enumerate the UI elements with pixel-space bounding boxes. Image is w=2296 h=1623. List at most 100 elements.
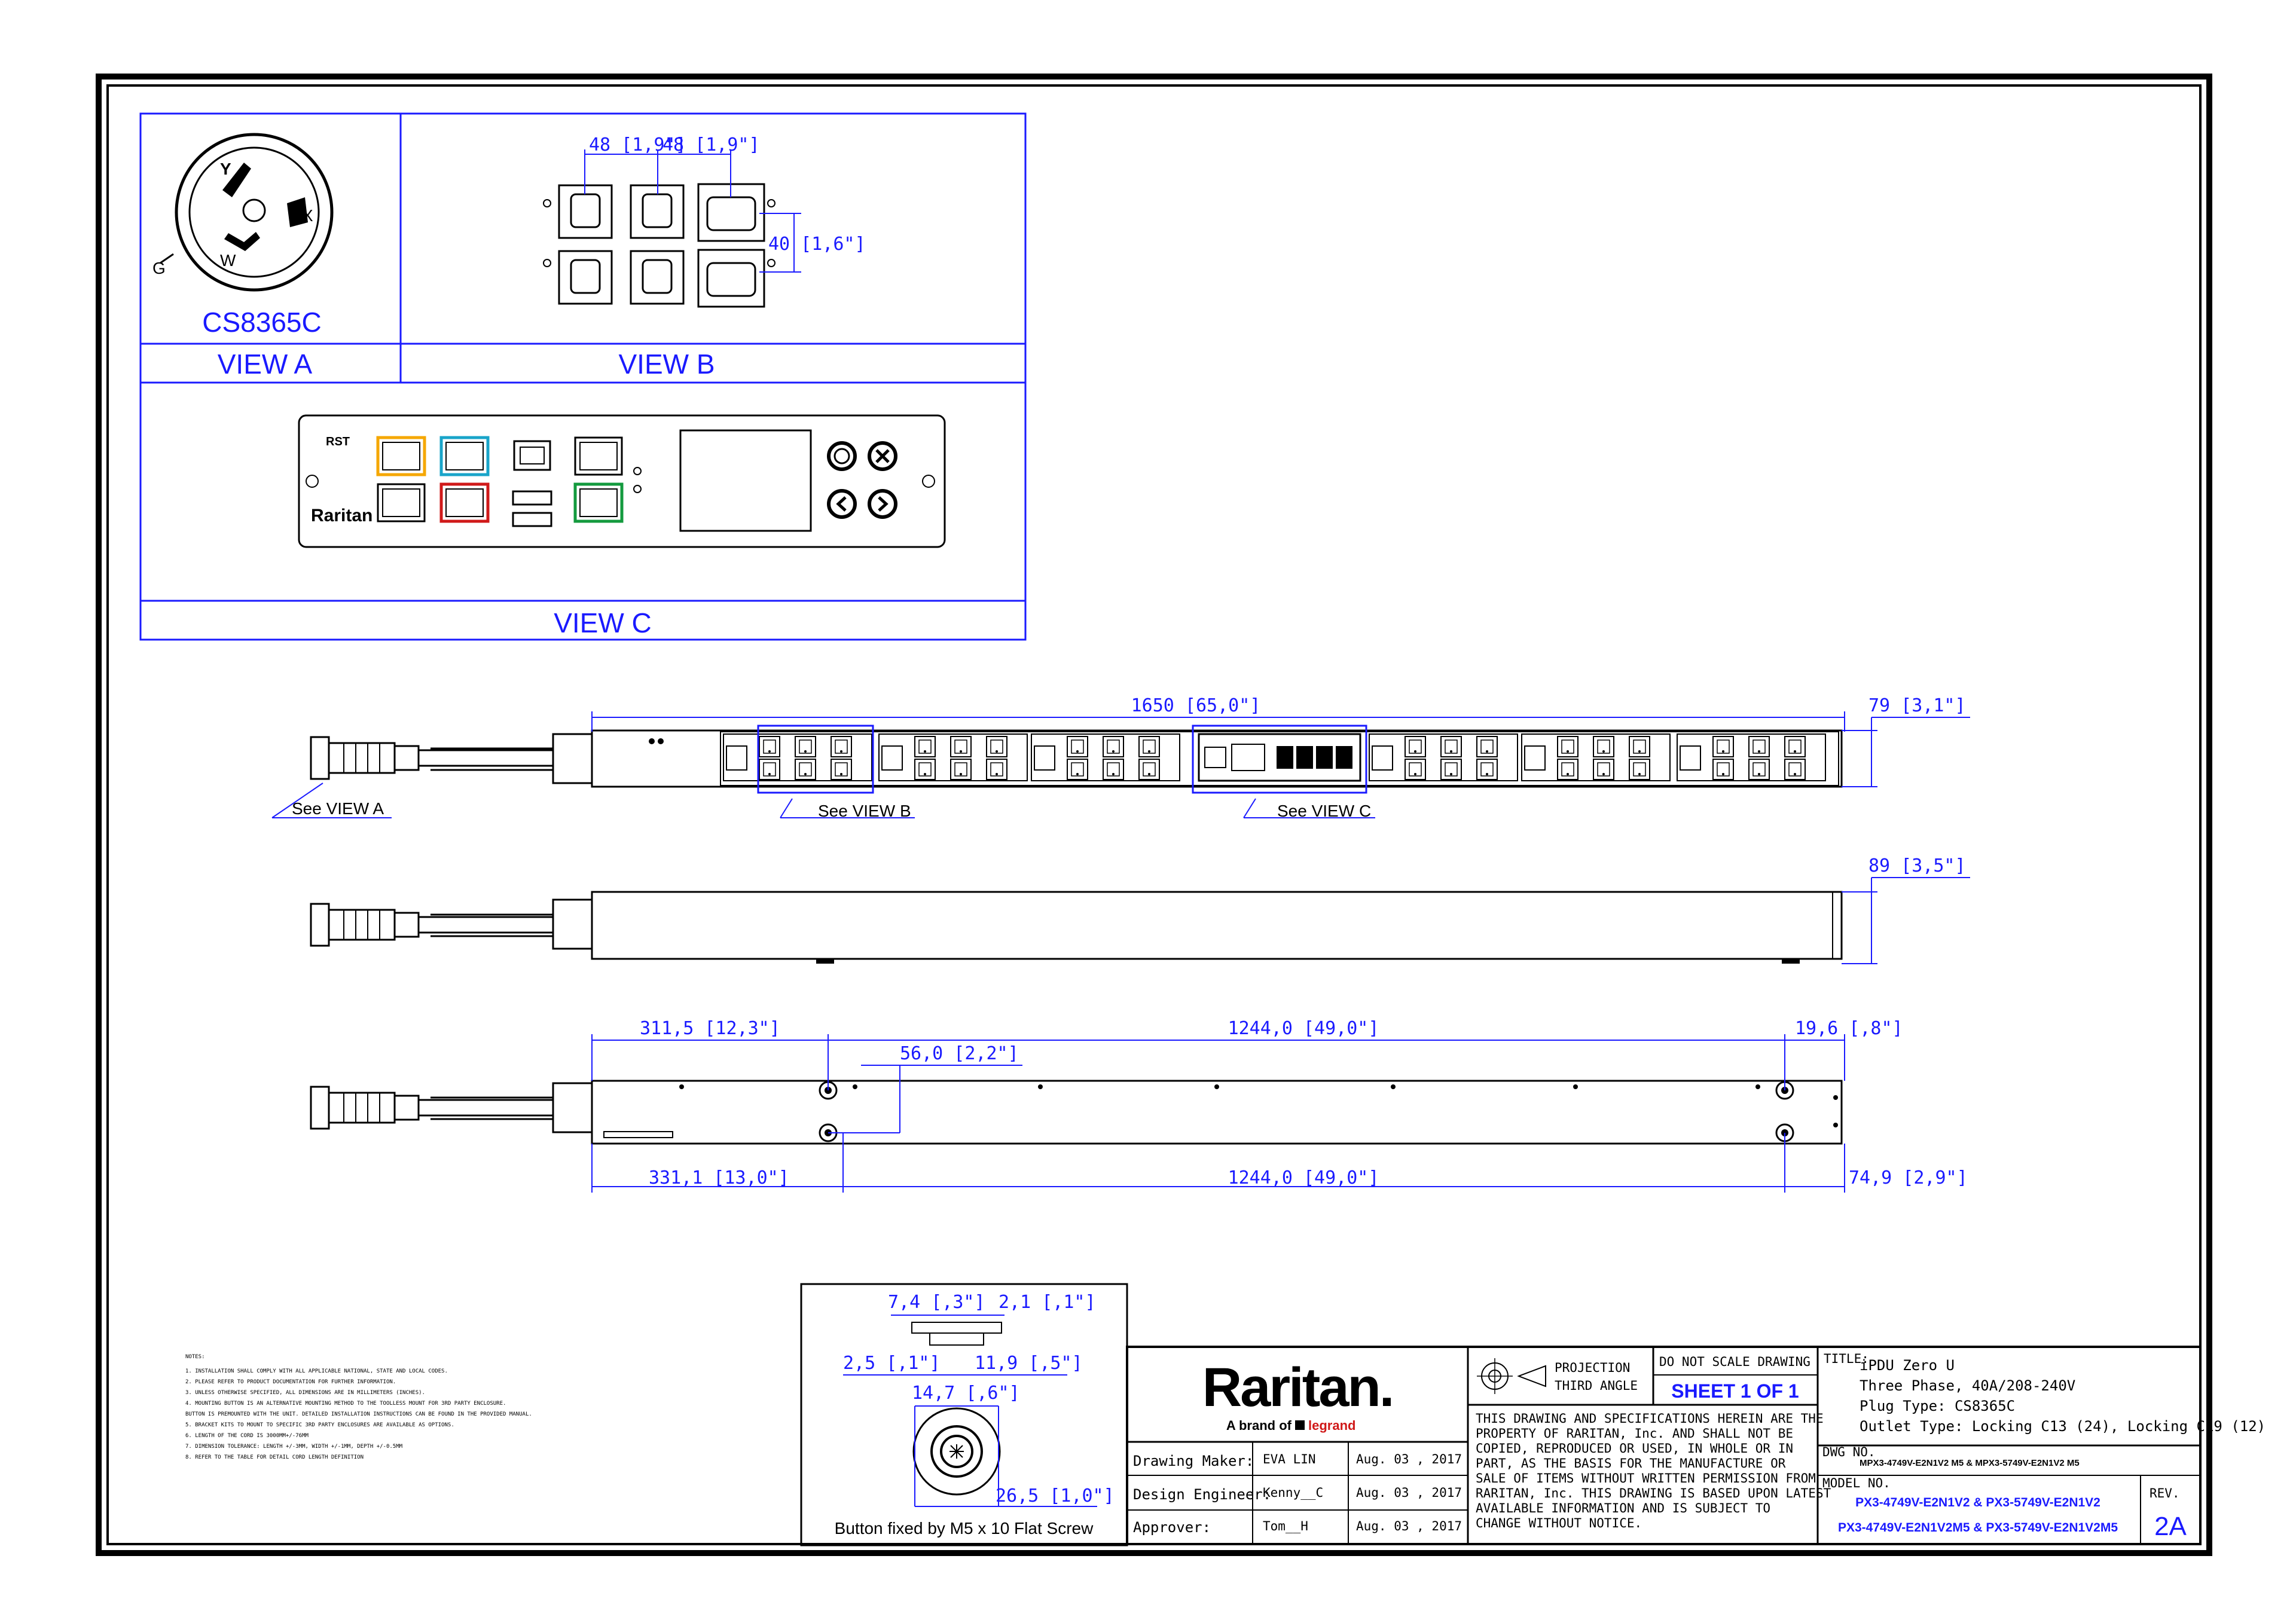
dim-width: 79 [3,1"] [1868, 695, 1966, 716]
note-6: 6. LENGTH OF THE CORD IS 3000MM+/-76MM [185, 1433, 309, 1439]
outlet-icon [1440, 759, 1462, 780]
row-1-date: Aug. 03 , 2017 [1356, 1452, 1462, 1466]
row-2-date: Aug. 03 , 2017 [1356, 1486, 1462, 1500]
outlet-module [1369, 733, 1518, 781]
view-b-title: VIEW B [618, 349, 715, 380]
outlet-icon [914, 736, 936, 757]
outlet-icon [1784, 736, 1806, 757]
title-line-3: Plug Type: CS8365C [1860, 1398, 2015, 1414]
outlet-icon [1476, 759, 1498, 780]
notes-block: NOTES: 1. INSTALLATION SHALL COMPLY WITH… [185, 1354, 532, 1460]
button-caption: Button fixed by M5 x 10 Flat Screw [835, 1519, 1094, 1538]
row-3-date: Aug. 03 , 2017 [1356, 1519, 1462, 1533]
pdu-side-view [310, 891, 1843, 964]
note-2: 2. PLEASE REFER TO PRODUCT DOCUMENTATION… [185, 1379, 396, 1385]
dim-bracket-end-top: 19,6 [,8"] [1795, 1018, 1903, 1039]
button-dim-2: 2,1 [,1"] [999, 1292, 1096, 1313]
pin-y-label: Y [220, 160, 231, 178]
disclaimer-line-2: PROPERTY OF RARITAN, Inc. AND SHALL NOT … [1476, 1426, 1793, 1441]
pdu-front-view [310, 729, 1843, 788]
dwg-number: MPX3-4749V-E2N1V2 M5 & MPX3-5749V-E2N1V2… [1860, 1458, 2080, 1468]
dwg-label: DWG NO. [1822, 1445, 1876, 1459]
legrand-mark-icon [1295, 1420, 1305, 1430]
outlet-icon [1712, 736, 1734, 757]
outlet-icon [1405, 736, 1426, 757]
controller-panel-view-c [298, 414, 946, 548]
outlet-icon [1593, 759, 1614, 780]
model-number-2: PX3-4749V-E2N1V2M5 & PX3-5749V-E2N1V2M5 [1838, 1521, 2118, 1535]
logo-tagline-prefix: A brand of [1226, 1418, 1292, 1433]
button-dim-4: 11,9 [,5"] [975, 1353, 1083, 1374]
outlet-icon [950, 759, 972, 780]
outlet-module [1031, 733, 1180, 781]
outlet-module [1521, 733, 1671, 781]
outlet-icon [986, 759, 1007, 780]
projection-label-2: THIRD ANGLE [1555, 1379, 1638, 1393]
note-4: 4. MOUNTING BUTTON IS AN ALTERNATIVE MOU… [185, 1401, 506, 1407]
view-b-dim-height: 40 [1,6"] [768, 234, 866, 255]
rev-value: 2A [2154, 1512, 2187, 1541]
view-a-title: VIEW A [218, 349, 313, 380]
outlet-icon [831, 759, 852, 780]
pin-g-label: G [152, 259, 166, 277]
button-dim-3: 2,5 [,1"] [843, 1353, 941, 1374]
panel-rst-label: RST [326, 435, 350, 448]
model-number-1: PX3-4749V-E2N1V2 & PX3-5749V-E2N1V2 [1855, 1496, 2100, 1509]
row-2-name: Kenny__C [1263, 1486, 1323, 1500]
pin-x-label: X [302, 206, 313, 225]
outlet-icon [1629, 759, 1650, 780]
outlet-module [878, 733, 1028, 781]
raritan-logo: Raritan. [1202, 1357, 1393, 1418]
logo-tagline-brand: legrand [1308, 1418, 1355, 1433]
outlet-icon [795, 759, 816, 780]
view-b-dim-spacing-2: 48 [1,9"] [662, 135, 760, 155]
outlet-icon [986, 736, 1007, 757]
title-label: TITLE: [1824, 1352, 1869, 1366]
outlet-icon [1712, 759, 1734, 780]
outlet-icon [1440, 736, 1462, 757]
outlet-icon [1593, 736, 1614, 757]
note-1: 1. INSTALLATION SHALL COMPLY WITH ALL AP… [185, 1368, 448, 1374]
disclaimer-line-5: SALE OF ITEMS WITHOUT WRITTEN PERMISSION… [1476, 1471, 1816, 1486]
notes-heading: NOTES: [185, 1354, 205, 1360]
plug-face-view-a: Y X W G CS8365C [152, 133, 334, 338]
outlet-icon [1067, 759, 1088, 780]
view-c-title: VIEW C [554, 607, 652, 638]
row-3-role: Approver: [1133, 1519, 1211, 1536]
outlet-icon [1067, 736, 1088, 757]
disclaimer-line-6: RARITAN, Inc. THIS DRAWING IS BASED UPON… [1476, 1486, 1831, 1500]
dim-bracket-gap: 56,0 [2,2"] [900, 1043, 1019, 1064]
title-line-4: Outlet Type: Locking C13 (24), Locking C… [1860, 1418, 2266, 1435]
outlet-icon [1557, 736, 1578, 757]
button-dim-5: 14,7 [,6"] [912, 1383, 1020, 1404]
rev-label: REV. [2150, 1486, 2180, 1500]
row-3-name: Tom__H [1263, 1519, 1308, 1533]
view-b-dim-spacing-1: 48 [1,9"] [589, 135, 686, 155]
outlet-module [1677, 733, 1826, 781]
disclaimer-line-8: CHANGE WITHOUT NOTICE. [1476, 1516, 1642, 1530]
outlet-icon [1138, 759, 1160, 780]
outlet-icon [1138, 736, 1160, 757]
dim-bracket-offset-bottom: 331,1 [13,0"] [649, 1167, 789, 1188]
row-1-name: EVA LIN [1263, 1452, 1316, 1466]
outlet-group-view-b [543, 149, 801, 308]
pdu-back-view [310, 1080, 1843, 1145]
outlet-icon [1103, 736, 1124, 757]
title-line-2: Three Phase, 40A/208-240V [1860, 1377, 2075, 1394]
outlet-icon [1557, 759, 1578, 780]
button-detail [800, 1283, 1128, 1546]
sheet-label: SHEET 1 OF 1 [1671, 1380, 1799, 1402]
note-7: 7. DIMENSION TOLERANCE: LENGTH +/-3MM, W… [185, 1444, 403, 1450]
title-line-1: iPDU Zero U [1860, 1357, 1955, 1374]
sheet-border [96, 74, 2212, 1556]
note-3: 3. UNLESS OTHERWISE SPECIFIED, ALL DIMEN… [185, 1390, 425, 1396]
outlet-icon [914, 759, 936, 780]
outlet-icon [1629, 736, 1650, 757]
outlet-icon [1103, 759, 1124, 780]
note-4-cont: BUTTON IS PREMOUNTED WITH THE UNIT. DETA… [185, 1411, 532, 1417]
outlet-icon [950, 736, 972, 757]
disclaimer-line-7: AVAILABLE INFORMATION AND IS SUBJECT TO [1476, 1501, 1770, 1515]
dim-length: 1650 [65,0"] [1131, 695, 1261, 716]
outlet-modules [723, 733, 1826, 781]
outlet-module [723, 733, 872, 781]
